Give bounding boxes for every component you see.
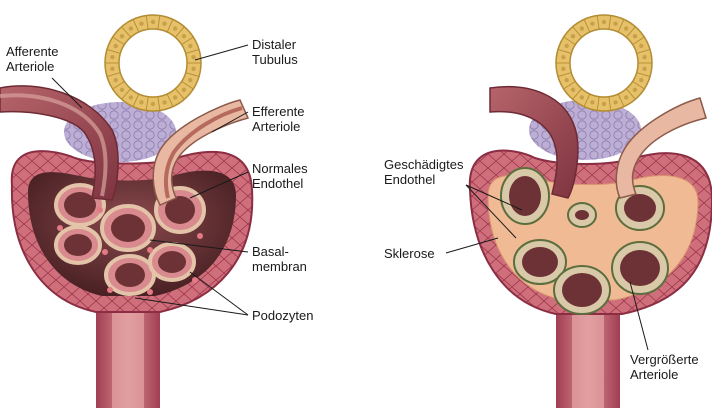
label-podocytes: Podozyten [252, 308, 313, 323]
tubule-cell-nucleus [639, 78, 643, 82]
label-distal-tubule: Distaler Tubulus [252, 37, 298, 67]
tubule-cell-nucleus [110, 55, 114, 59]
tubule-cell-nucleus [151, 102, 155, 106]
tubule-cell-nucleus [191, 67, 195, 71]
tubule-cell-nucleus [129, 26, 133, 30]
tubule-cell-nucleus [571, 88, 575, 92]
tubule-cell-nucleus [590, 100, 594, 104]
tubule-cell-nucleus [188, 44, 192, 48]
tubule-cell-nucleus [182, 88, 186, 92]
label-sclerosis: Sklerose [384, 246, 435, 261]
tubule-cell-nucleus [590, 21, 594, 25]
label-basal-line1: Basal- [252, 244, 307, 259]
label-damaged-line2: Endothel [384, 172, 464, 187]
label-afferent-line1: Afferente [6, 44, 59, 59]
label-distal-line1: Distaler [252, 37, 298, 52]
tubule-cell-nucleus [139, 21, 143, 25]
tubule-cell-nucleus [120, 88, 124, 92]
tubule-cell-nucleus [633, 88, 637, 92]
label-efferent-line1: Efferente [252, 104, 305, 119]
tubule-cell-nucleus [151, 20, 155, 24]
tubule-cell-nucleus [580, 95, 584, 99]
label-normal-line1: Normales [252, 161, 308, 176]
tubule-cell-nucleus [162, 100, 166, 104]
tubule-cell-nucleus [173, 95, 177, 99]
tubule-cell-nucleus [114, 44, 118, 48]
tubule-cell-nucleus [613, 21, 617, 25]
tubule-cell-nucleus [139, 100, 143, 104]
tubule-cell-nucleus [188, 78, 192, 82]
tubule-cell-nucleus [561, 67, 565, 71]
tubule-cell-nucleus [639, 44, 643, 48]
tubule-cell-nucleus [571, 34, 575, 38]
label-enlarged-line2: Arteriole [630, 367, 699, 382]
tubule-cell-nucleus [642, 55, 646, 59]
label-damaged-line1: Geschädigtes [384, 157, 464, 172]
tubule-cell-nucleus [580, 26, 584, 30]
label-enlarged-arteriole: Vergrößerte Arteriole [630, 352, 699, 382]
tubule-cell-nucleus [624, 95, 628, 99]
tubule-cell-nucleus [613, 100, 617, 104]
tubule-cell-nucleus [191, 55, 195, 59]
label-sklerose: Sklerose [384, 246, 435, 261]
tubule-cell-nucleus [602, 20, 606, 24]
tubule-cell-nucleus [173, 26, 177, 30]
tubule-cell-nucleus [162, 21, 166, 25]
tubule-cell-nucleus [129, 95, 133, 99]
label-afferent-arteriole: Afferente Arteriole [6, 44, 59, 74]
distal-tubule-right [556, 15, 652, 111]
label-distal-line2: Tubulus [252, 52, 298, 67]
damaged-glomerulus [470, 15, 712, 408]
tubule-cell-nucleus [565, 78, 569, 82]
tubule-cell-nucleus [565, 44, 569, 48]
tubule-cell-nucleus [182, 34, 186, 38]
label-afferent-line2: Arteriole [6, 59, 59, 74]
tubule-cell-nucleus [114, 78, 118, 82]
tubule-cell-nucleus [633, 34, 637, 38]
tubule-cell-nucleus [561, 55, 565, 59]
label-basement-membrane: Basal- membran [252, 244, 307, 274]
tubule-cell-nucleus [110, 67, 114, 71]
label-damaged-endothel: Geschädigtes Endothel [384, 157, 464, 187]
label-efferent-line2: Arteriole [252, 119, 305, 134]
label-efferent-arteriole: Efferente Arteriole [252, 104, 305, 134]
label-normal-endothel: Normales Endothel [252, 161, 308, 191]
label-enlarged-line1: Vergrößerte [630, 352, 699, 367]
distal-tubule-left [105, 15, 201, 111]
label-normal-line2: Endothel [252, 176, 308, 191]
tubule-cell-nucleus [624, 26, 628, 30]
label-basal-line2: membran [252, 259, 307, 274]
label-podozyten: Podozyten [252, 308, 313, 323]
tubule-cell-nucleus [602, 102, 606, 106]
tubule-cell-nucleus [642, 67, 646, 71]
tubule-cell-nucleus [120, 34, 124, 38]
